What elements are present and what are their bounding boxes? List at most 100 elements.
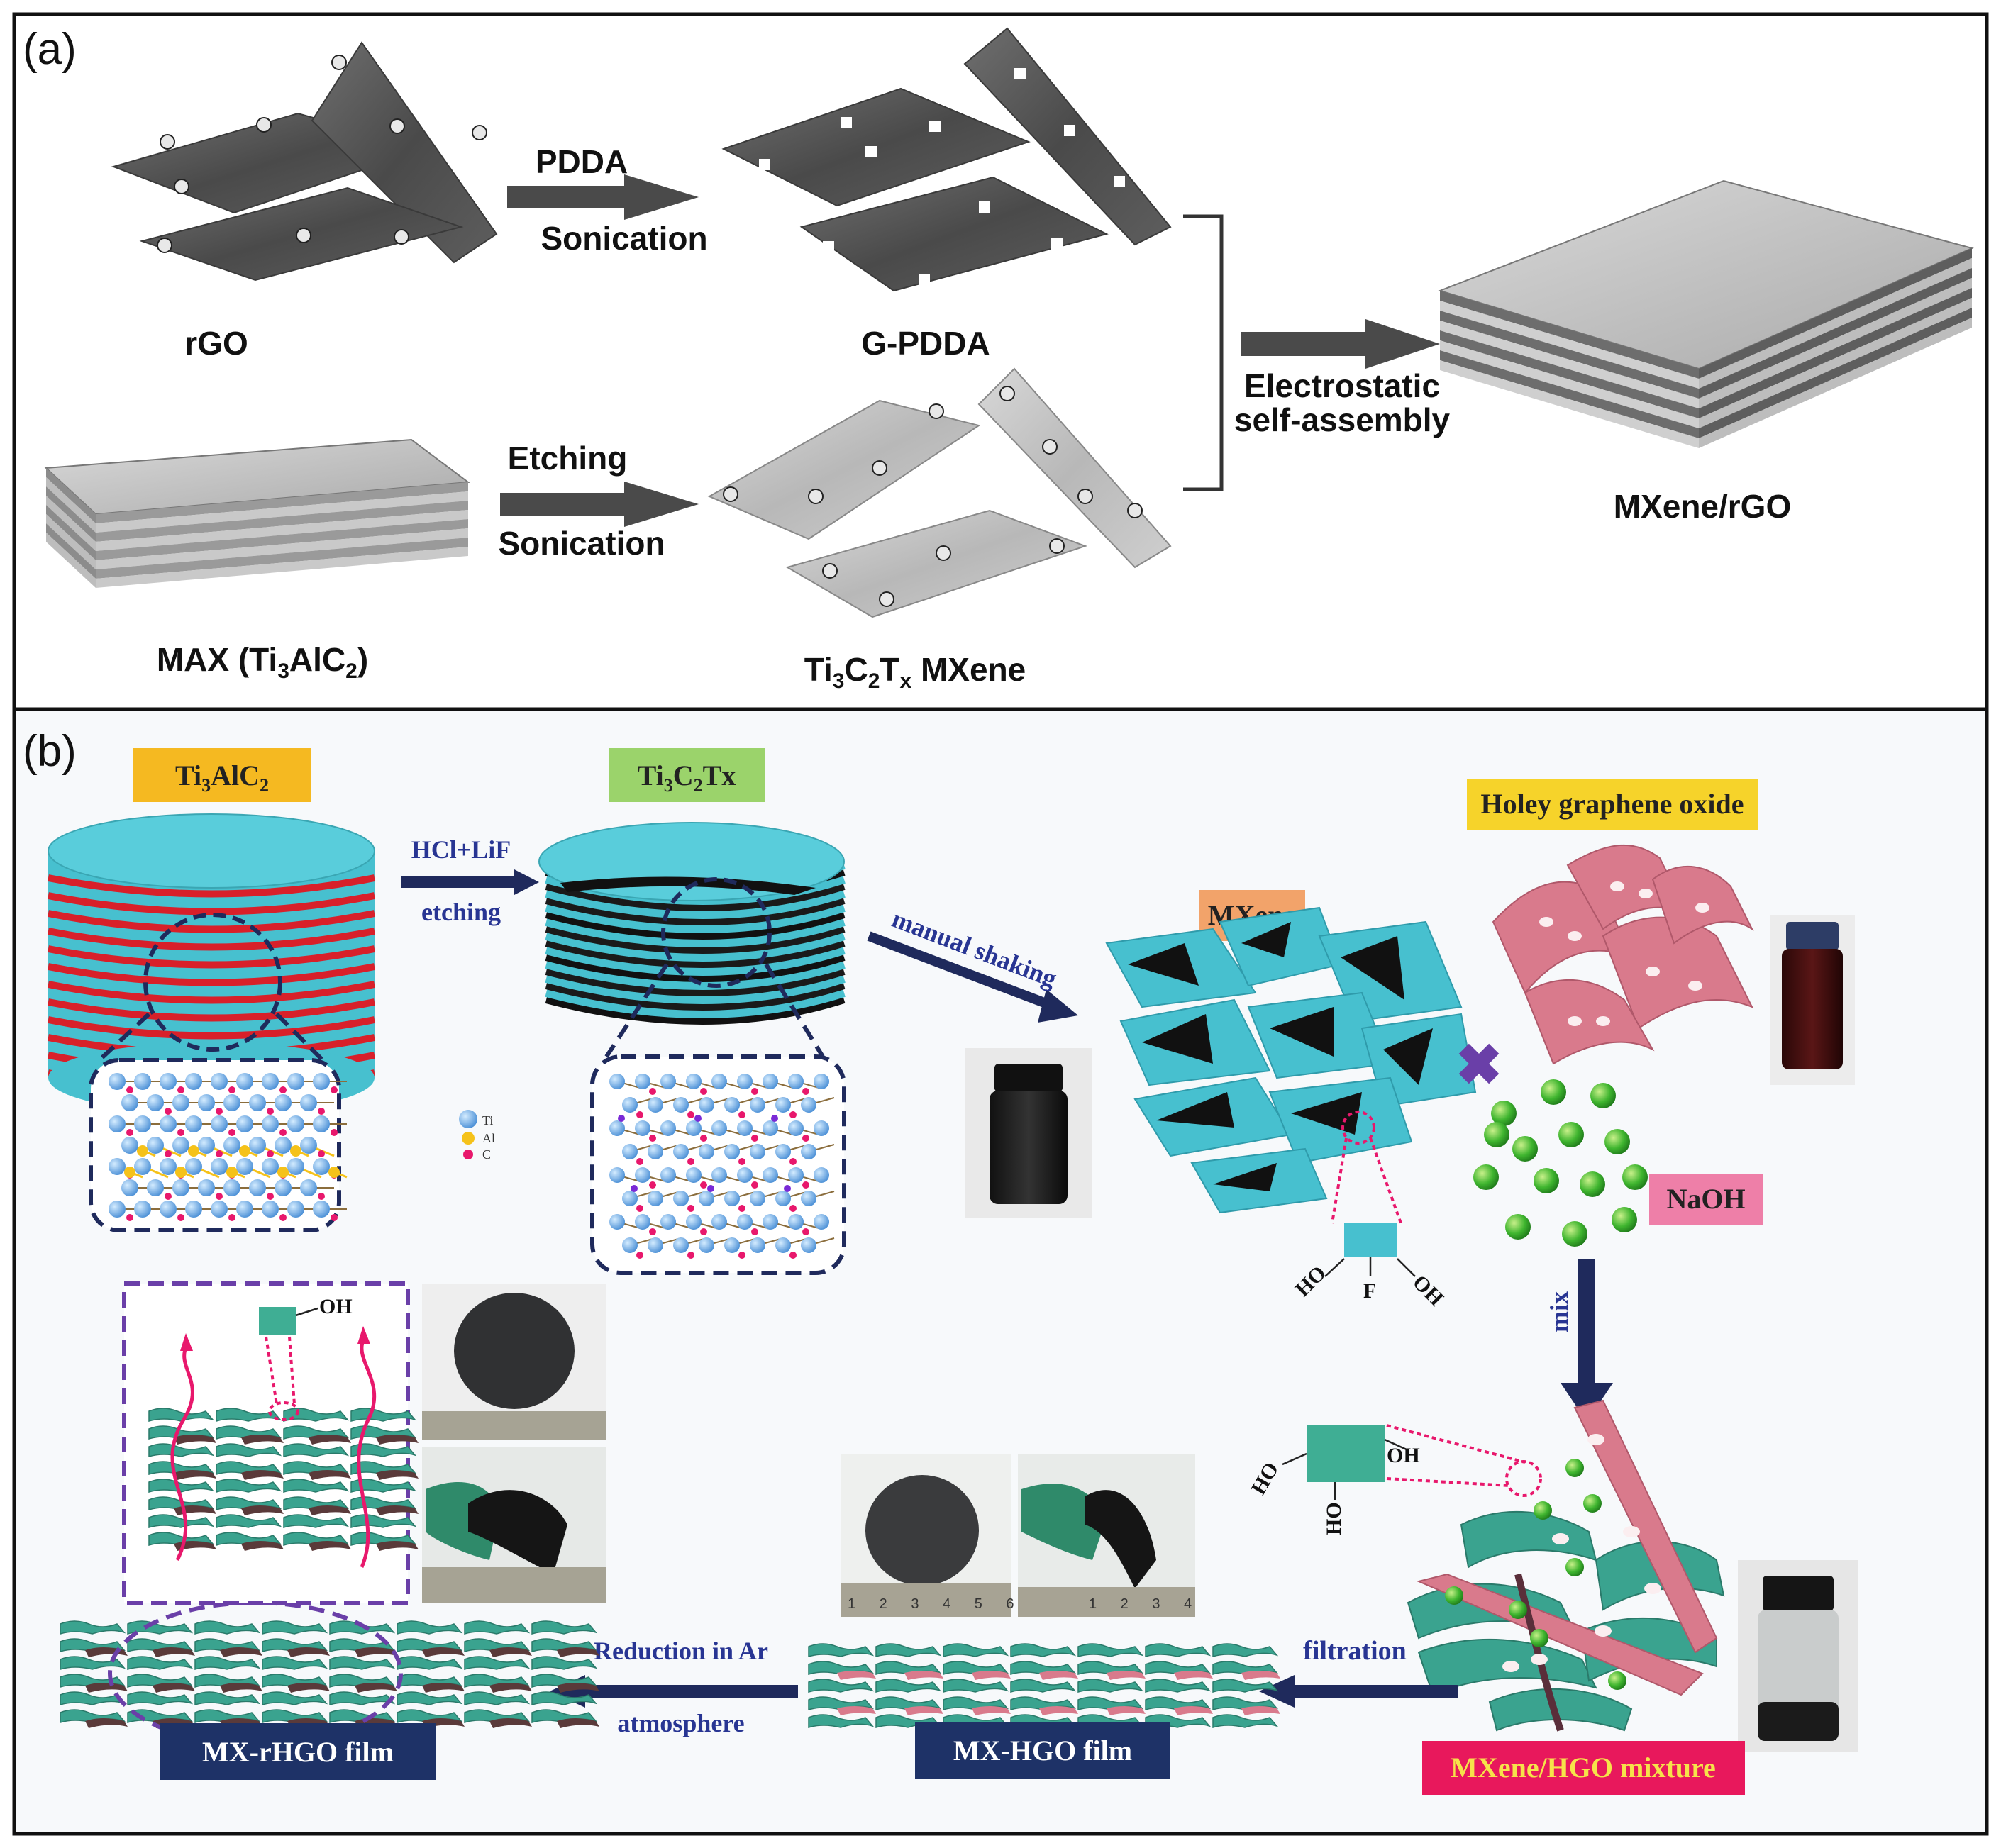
al-atom	[137, 1145, 148, 1157]
ti-atom	[223, 1137, 240, 1154]
combine-bracket	[1183, 214, 1224, 491]
film-rhgo-flake	[220, 1647, 262, 1657]
c-atom	[177, 1086, 184, 1093]
naoh-particle	[1541, 1079, 1566, 1105]
ti3c2tx-lattice	[609, 1074, 835, 1259]
al-layer-stripe	[48, 874, 375, 898]
etching-label: Etching	[508, 440, 628, 477]
mix-label: mix	[1545, 1291, 1573, 1332]
ti-atom	[134, 1115, 151, 1132]
ti-atom	[788, 1120, 804, 1136]
c-atom	[751, 1228, 758, 1235]
film-mxene-flake	[127, 1691, 194, 1706]
flake-shadow	[1241, 922, 1291, 957]
ti-atom	[147, 1137, 164, 1154]
ti-atom	[814, 1167, 829, 1183]
mixture-ho-label-2: HO	[1322, 1502, 1346, 1535]
manual-shaking-arrow	[867, 931, 1078, 1023]
ti-atom	[134, 1201, 151, 1218]
c-atom	[331, 1086, 338, 1093]
ti-atom	[185, 1201, 202, 1218]
c-atom	[331, 1214, 338, 1221]
ti-atom	[275, 1137, 292, 1154]
naoh-particle	[1565, 1459, 1584, 1477]
flake-shadow	[1341, 936, 1404, 1000]
pdda-label: PDDA	[536, 143, 628, 180]
product-front-layer	[1440, 350, 1699, 438]
mxhgo-film-label: MX-HGO film	[953, 1735, 1132, 1766]
ti-atom	[622, 1191, 638, 1206]
ti-atom	[109, 1073, 126, 1090]
c-atom	[636, 1111, 643, 1118]
ti-atom	[262, 1115, 279, 1132]
naoh-particle	[1565, 1558, 1584, 1576]
ti-atom	[814, 1074, 829, 1089]
ti-atom	[724, 1191, 740, 1206]
ti-atom	[300, 1137, 317, 1154]
ti-atom	[711, 1074, 727, 1089]
film-mxene-flake	[808, 1643, 875, 1658]
ti-atom	[788, 1074, 804, 1089]
c-atom	[738, 1158, 745, 1165]
ti-atom	[198, 1179, 215, 1196]
c-atom	[126, 1129, 133, 1136]
c-atom	[751, 1088, 758, 1095]
c-atom	[649, 1181, 656, 1189]
flake-shadow	[1270, 1007, 1334, 1057]
mxene-hgo-mixture-structure	[1407, 1399, 1725, 1732]
film-rhgo-flake	[241, 1435, 284, 1445]
film-mxene-flake	[262, 1691, 328, 1706]
c-atom	[267, 1108, 274, 1115]
film-mxene-flake	[60, 1656, 126, 1671]
ti-atom	[788, 1214, 804, 1230]
ti-atom	[160, 1158, 177, 1175]
naoh-particle	[1558, 1122, 1584, 1147]
rhgo-unit-block	[259, 1307, 296, 1335]
hgo-hole	[1568, 931, 1582, 941]
naoh-particle	[1445, 1586, 1463, 1605]
naoh-particle	[1590, 1083, 1616, 1108]
mxene-rgo-stack	[1437, 179, 1974, 448]
film-mxene-flake	[397, 1656, 463, 1671]
film-mxene-flake	[60, 1620, 126, 1635]
hgo-vial-photo	[1770, 915, 1855, 1085]
film-rhgo-flake	[355, 1683, 397, 1693]
ion-path-left	[170, 1347, 194, 1562]
film-mxene-flake	[464, 1691, 531, 1706]
hgo-hole	[1587, 1434, 1604, 1445]
ti-atom	[775, 1097, 791, 1113]
film-mxene-flake	[283, 1408, 350, 1423]
film-rhgo-flake	[489, 1718, 532, 1728]
c-atom	[216, 1193, 223, 1200]
ti-atom	[262, 1073, 279, 1090]
ti-atom	[211, 1158, 228, 1175]
ti-atom	[699, 1191, 714, 1206]
film-mxene-flake	[1010, 1679, 1077, 1693]
flake-shadow	[1383, 1028, 1433, 1085]
mxhgo-film-layers	[808, 1643, 1280, 1729]
film-rhgo-flake	[489, 1647, 532, 1657]
mxhgo-film-tag	[915, 1722, 1170, 1779]
ti-atom	[249, 1137, 266, 1154]
c-atom	[318, 1193, 325, 1200]
film-mxene-flake	[194, 1691, 261, 1706]
mixture-mxene-sheet	[1460, 1510, 1597, 1569]
ti-atom	[711, 1214, 727, 1230]
ti-atom	[673, 1097, 689, 1113]
film-mxene-flake	[148, 1408, 215, 1423]
naoh-particle	[1491, 1101, 1517, 1126]
film-rhgo-flake	[557, 1683, 599, 1693]
mxene-rgo-label: MXene/rGO	[1614, 488, 1792, 525]
etched-gap	[545, 968, 846, 996]
max-side-layer	[46, 514, 96, 569]
ti-atom	[109, 1115, 126, 1132]
ti-atom	[172, 1137, 189, 1154]
c-atom	[738, 1205, 745, 1212]
naoh-particle	[1608, 1671, 1626, 1690]
naoh-tag	[1649, 1174, 1763, 1225]
ti3c2tx-stack	[538, 822, 846, 1025]
film-hgo-flake	[1039, 1671, 1078, 1680]
film-mxene-flake	[1145, 1643, 1212, 1658]
c-atom	[789, 1111, 797, 1118]
c-atom	[279, 1214, 287, 1221]
